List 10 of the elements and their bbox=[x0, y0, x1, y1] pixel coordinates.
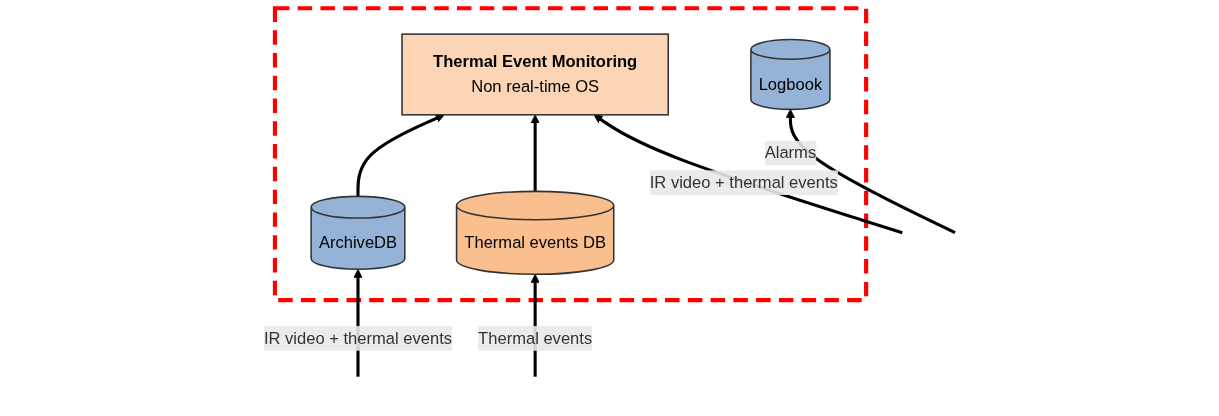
arrow bbox=[593, 114, 903, 235]
edge-label: IR video + thermal events bbox=[263, 329, 453, 347]
arrow bbox=[356, 114, 445, 197]
edge-label: Alarms bbox=[764, 143, 817, 162]
cluster bbox=[272, 6, 869, 303]
node-box: Thermal Event Monitoring Non real-time OS bbox=[401, 33, 670, 116]
arrow bbox=[785, 108, 956, 234]
edge-label: IR video + thermal events bbox=[649, 173, 838, 191]
arrow bbox=[530, 114, 540, 192]
edge-label: Thermal events bbox=[478, 329, 593, 347]
